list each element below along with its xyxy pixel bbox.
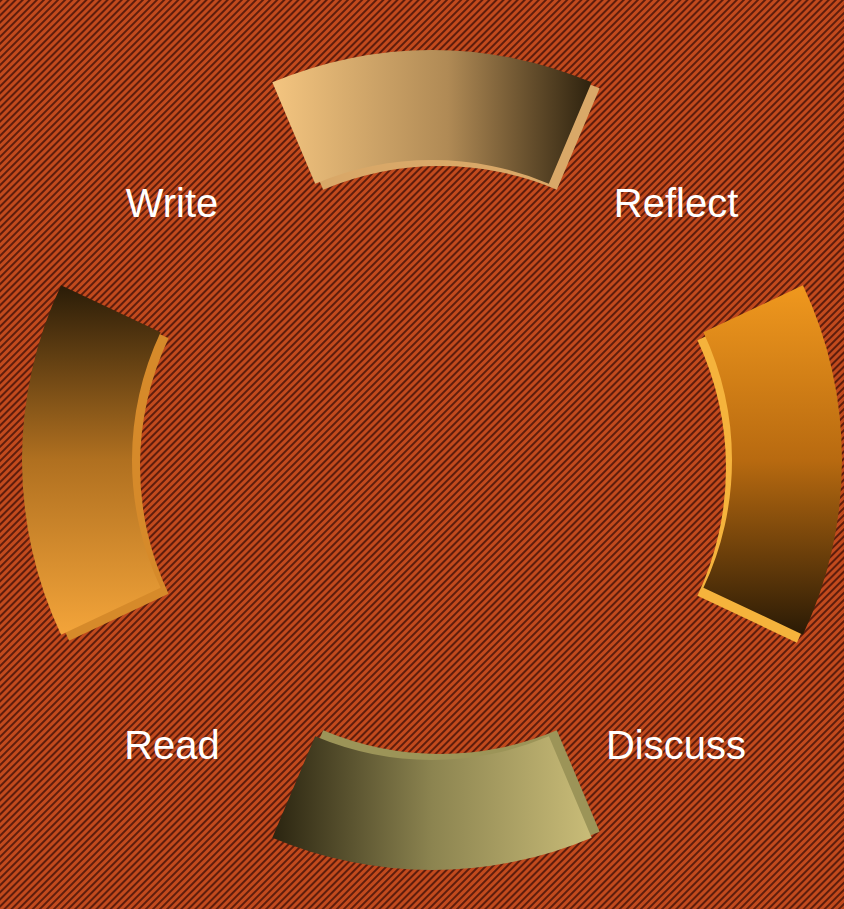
arc-segment (272, 736, 591, 870)
arc-segment (272, 50, 591, 184)
step-label: Write (126, 181, 219, 225)
arc-segment (703, 285, 842, 634)
arc-segment (22, 285, 161, 634)
arc-group (22, 50, 842, 870)
step-label: Discuss (606, 723, 746, 767)
step-label: Reflect (614, 181, 739, 225)
step-label: Read (124, 723, 220, 767)
